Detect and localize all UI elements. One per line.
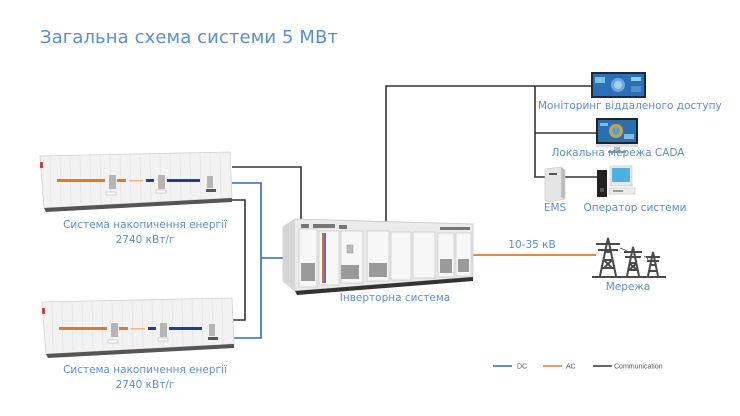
legend-dc-label: DC [517,364,527,371]
remote-monitoring-label: Моніторинг віддаленого доступу [538,100,722,112]
legend: DC AC Communication [493,364,663,371]
local-scada-label: Локальна мережа CADA [551,147,685,159]
grid-voltage-label: 10-35 кВ [508,239,556,251]
grid-towers-icon [592,237,666,278]
comm-wire-storage1-inverter [232,166,302,222]
legend-ac-label: AC [566,364,576,371]
comm-wire-storage1-storage2 [232,199,246,321]
legend-comm-label: Communication [614,364,663,371]
inverter-cabinet[interactable] [282,218,474,295]
operator-workstation[interactable] [597,165,636,197]
storage-2-label: Система накопичення енергії 2740 кВт/г [45,363,245,393]
storage-2-capacity: 2740 кВт/г [115,379,175,391]
storage-container-2[interactable] [41,297,235,358]
inverter-label: Інверторна система [339,292,451,304]
storage-1-capacity: 2740 кВт/г [115,234,175,246]
storage-2-name: Система накопичення енергії [63,364,227,376]
comm-wire-trunk [385,85,592,222]
operator-label: Оператор системи [583,202,687,214]
ems-box[interactable] [544,166,566,203]
storage-container-1[interactable] [39,151,233,212]
comm-wire-branch [534,86,547,178]
page-title: Загальна схема системи 5 МВт [40,27,339,48]
wires [232,85,598,339]
dc-wire-storage1 [232,182,262,339]
local-scada-monitor[interactable] [596,118,638,153]
ems-label: EMS [543,202,567,214]
remote-monitoring-display[interactable] [591,72,646,98]
storage-1-name: Система накопичення енергії [63,219,227,231]
storage-1-label: Система накопичення енергії 2740 кВт/г [45,218,245,248]
grid-label: Мережа [605,281,651,293]
